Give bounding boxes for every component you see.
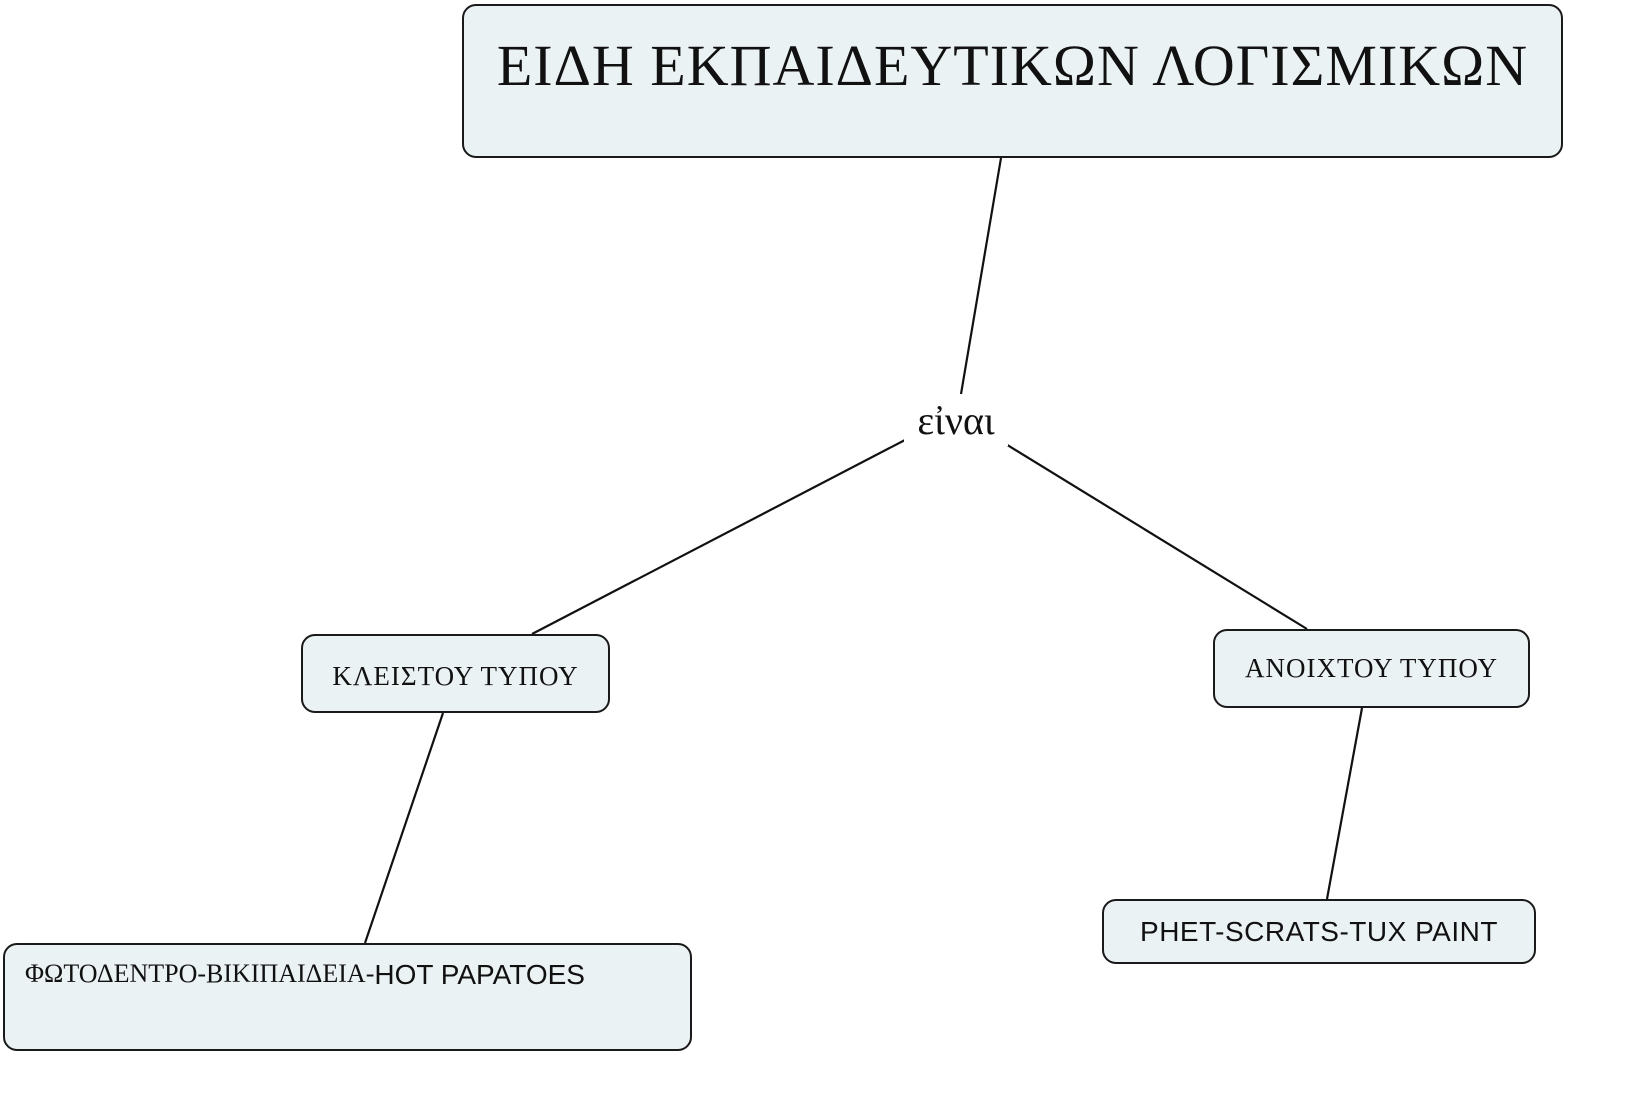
linking-phrase: εἰναι xyxy=(904,396,1008,446)
connector-closed-type-to-examples xyxy=(363,712,445,944)
closed-type-label: ΚΛΕΙΣΤΟΥ ΤΥΠΟΥ xyxy=(332,661,579,691)
root-concept-label: ΕΙΔΗ ΕΚΠΑΙΔΕΥΤΙΚΩΝ ΛΟΓΙΣΜΙΚΩΝ xyxy=(496,33,1529,98)
connector-linking-phrase-to-closed-type xyxy=(531,439,906,635)
open-type-examples-node: PHET-SCRATS-TUX PAINT xyxy=(1102,899,1536,964)
root-concept-node: ΕΙΔΗ ΕΚΠΑΙΔΕΥΤΙΚΩΝ ΛΟΓΙΣΜΙΚΩΝ xyxy=(462,4,1563,158)
connector-root-to-linking-phrase xyxy=(959,157,1003,395)
open-type-node: ΑΝΟΙΧΤΟΥ ΤΥΠΟΥ xyxy=(1213,629,1530,708)
concept-map-connectors xyxy=(363,157,1364,944)
connector-open-type-to-examples xyxy=(1325,707,1364,900)
closed-type-examples-greek: ΦΩΤΟΔΕΝΤΡΟ-ΒΙΚΙΠΑΙΔΕΙΑ- xyxy=(25,959,375,988)
connector-linking-phrase-to-open-type xyxy=(995,437,1308,630)
closed-type-examples-latin: HOT PAPATOES xyxy=(374,959,585,990)
closed-type-examples-node: ΦΩΤΟΔΕΝΤΡΟ-ΒΙΚΙΠΑΙΔΕΙΑ-HOT PAPATOES xyxy=(3,943,692,1051)
closed-type-node: ΚΛΕΙΣΤΟΥ ΤΥΠΟΥ xyxy=(301,634,610,713)
open-type-examples-label: PHET-SCRATS-TUX PAINT xyxy=(1140,915,1498,947)
open-type-label: ΑΝΟΙΧΤΟΥ ΤΥΠΟΥ xyxy=(1244,653,1499,683)
